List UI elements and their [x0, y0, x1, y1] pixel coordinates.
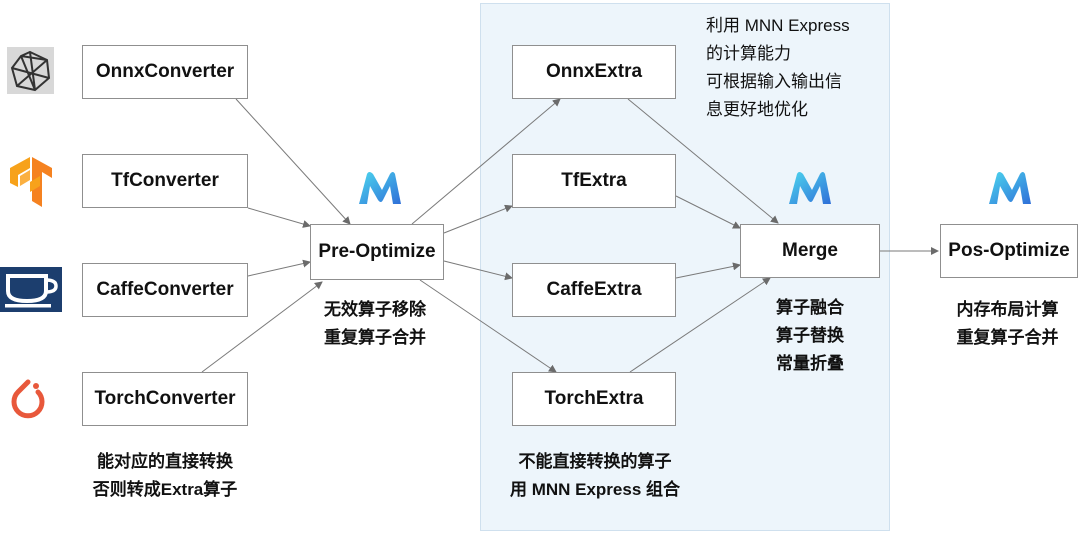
- torch-extra-node: TorchExtra: [512, 372, 676, 426]
- note-line: 能对应的直接转换: [97, 452, 233, 471]
- onnx-extra-node: OnnxExtra: [512, 45, 676, 99]
- tf-converter-node: TfConverter: [82, 154, 248, 208]
- caffe-extra-node: CaffeExtra: [512, 263, 676, 317]
- edge-onnx-merge: [627, 98, 779, 224]
- note-line: 算子融合: [776, 298, 844, 317]
- note-line: 重复算子合并: [324, 328, 426, 347]
- note-line: 息更好地优化: [706, 100, 808, 119]
- note-line: 重复算子合并: [956, 328, 1059, 347]
- edge-pre-torch: [419, 279, 557, 373]
- edge-pre-tf: [443, 204, 513, 234]
- note-line: 的计算能力: [706, 44, 791, 63]
- edge-tf-pre: [247, 207, 311, 228]
- onnx-converter-node: OnnxConverter: [82, 45, 248, 99]
- edge-torch-pre: [201, 281, 323, 373]
- note-line: 无效算子移除: [324, 300, 426, 319]
- note-line: 否则转成Extra算子: [92, 480, 238, 499]
- caffe-converter-node: CaffeConverter: [82, 263, 248, 317]
- pre-optimize-node: Pre-Optimize: [310, 224, 444, 280]
- edge-onnx-pre: [235, 98, 351, 225]
- edge-torch-merge: [629, 277, 771, 373]
- tf-extra-node: TfExtra: [512, 154, 676, 208]
- note-line: 用 MNN Express 组合: [509, 480, 681, 499]
- note-line: 利用 MNN Express: [706, 16, 850, 35]
- edge-pre-caffe: [443, 260, 513, 281]
- tensorflow-logo-icon: [10, 157, 52, 207]
- pos-optimize-note: 内存布局计算 重复算子合并: [935, 296, 1080, 352]
- edge-pre-onnx: [411, 98, 561, 225]
- express-note: 利用 MNN Express 的计算能力 可根据输入输出信 息更好地优化: [706, 12, 886, 124]
- note-line: 不能直接转换的算子: [518, 452, 672, 471]
- mnn-logo-icon: [989, 172, 1031, 204]
- mnn-logo-icon: [789, 172, 831, 204]
- merge-note: 算子融合 算子替换 常量折叠: [740, 294, 880, 378]
- pytorch-logo-icon: [11, 379, 45, 419]
- edge-caffe-merge: [675, 262, 741, 279]
- onnx-logo-icon: [7, 47, 54, 94]
- mnn-logo-icon: [359, 172, 401, 204]
- converters-note: 能对应的直接转换 否则转成Extra算子: [70, 448, 260, 504]
- pre-optimize-note: 无效算子移除 重复算子合并: [300, 296, 450, 352]
- note-line: 算子替换: [776, 326, 844, 345]
- extras-note: 不能直接转换的算子 用 MNN Express 组合: [485, 448, 705, 504]
- torch-converter-node: TorchConverter: [82, 372, 248, 426]
- note-line: 内存布局计算: [956, 300, 1059, 319]
- caffe-cup-icon: [0, 267, 62, 312]
- pos-optimize-node: Pos-Optimize: [940, 224, 1078, 278]
- edge-tf-merge: [675, 195, 741, 229]
- edge-caffe-pre: [247, 259, 311, 277]
- note-line: 可根据输入输出信: [706, 72, 842, 91]
- note-line: 常量折叠: [776, 354, 844, 373]
- merge-node: Merge: [740, 224, 880, 278]
